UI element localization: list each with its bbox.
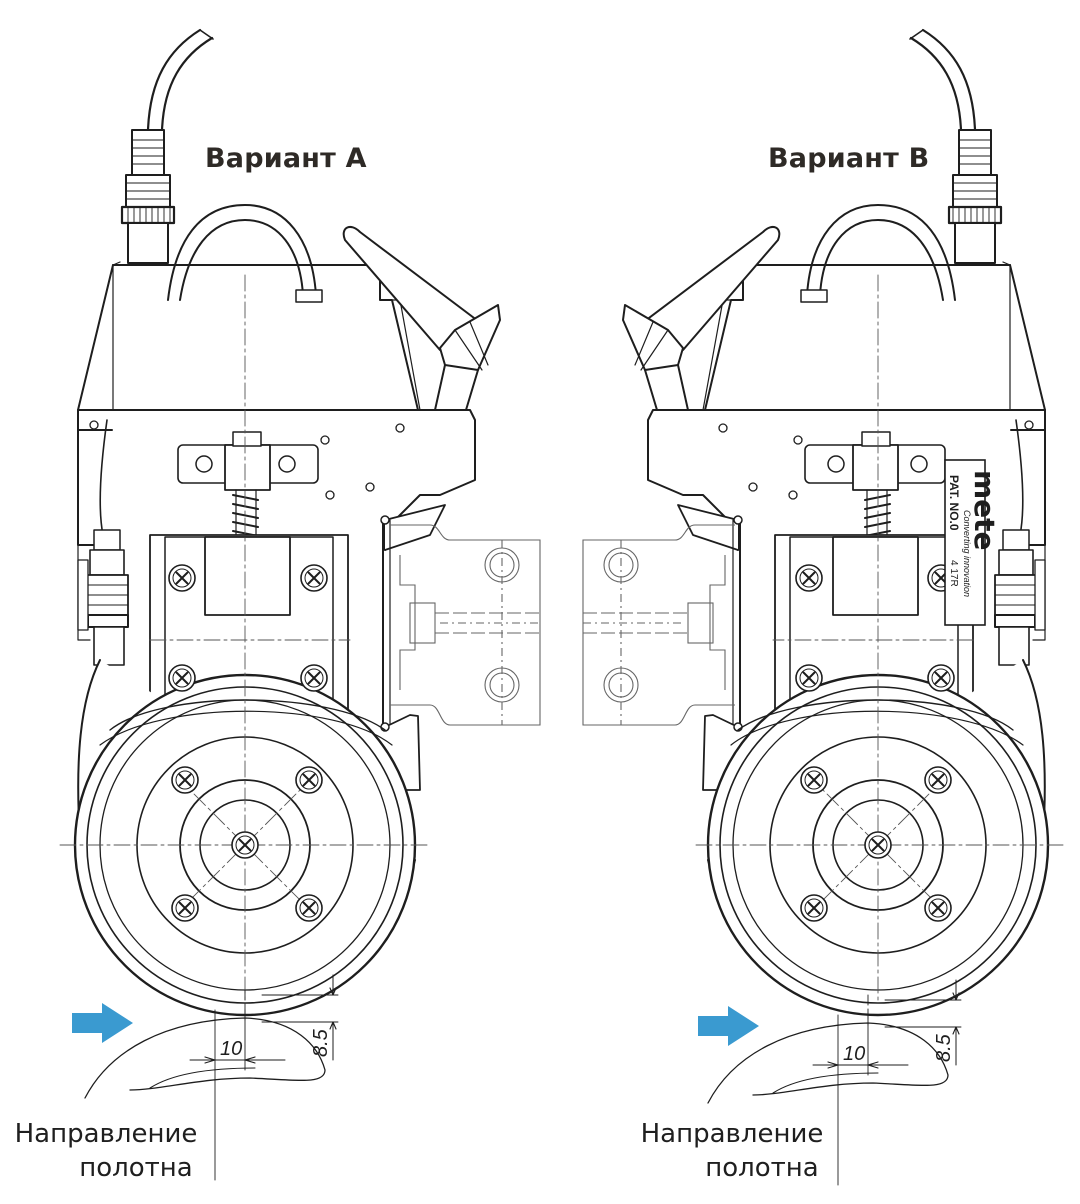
- nameplate-code: 4 17R: [948, 560, 959, 587]
- profile-template-b: [582, 524, 735, 726]
- web-direction-line2-a: полотна: [79, 1153, 193, 1183]
- profile-template-a: [390, 524, 541, 726]
- nameplate-b: mete PAT. NO.0 Converting innovation 4 1…: [944, 459, 1001, 626]
- nameplate-slogan: Converting innovation: [962, 510, 972, 597]
- sensor-unit-variant-a: [58, 28, 502, 1181]
- variant-a-title: Вариант А: [205, 143, 367, 174]
- variant-b-title: Вариант В: [768, 143, 930, 174]
- nameplate-patent: PAT. NO.0: [947, 475, 961, 531]
- web-direction-label-b: Направление полотна: [634, 1117, 830, 1185]
- nameplate-logo: mete: [968, 470, 1001, 551]
- dim-vertical-b: 8.5: [933, 1033, 955, 1062]
- dim-horizontal-a: 10: [220, 1038, 242, 1060]
- dim-horizontal-b: 10: [843, 1043, 865, 1065]
- web-direction-line1-a: Направление: [14, 1119, 198, 1149]
- dim-vertical-a: 8.5: [310, 1028, 332, 1057]
- web-direction-line1-b: Направление: [640, 1119, 824, 1149]
- web-direction-line2-b: полотна: [705, 1153, 819, 1183]
- direction-arrow-icon-a: [72, 1003, 133, 1043]
- web-direction-label-a: Направление полотна: [8, 1117, 204, 1185]
- direction-arrow-icon-b: [698, 1006, 759, 1046]
